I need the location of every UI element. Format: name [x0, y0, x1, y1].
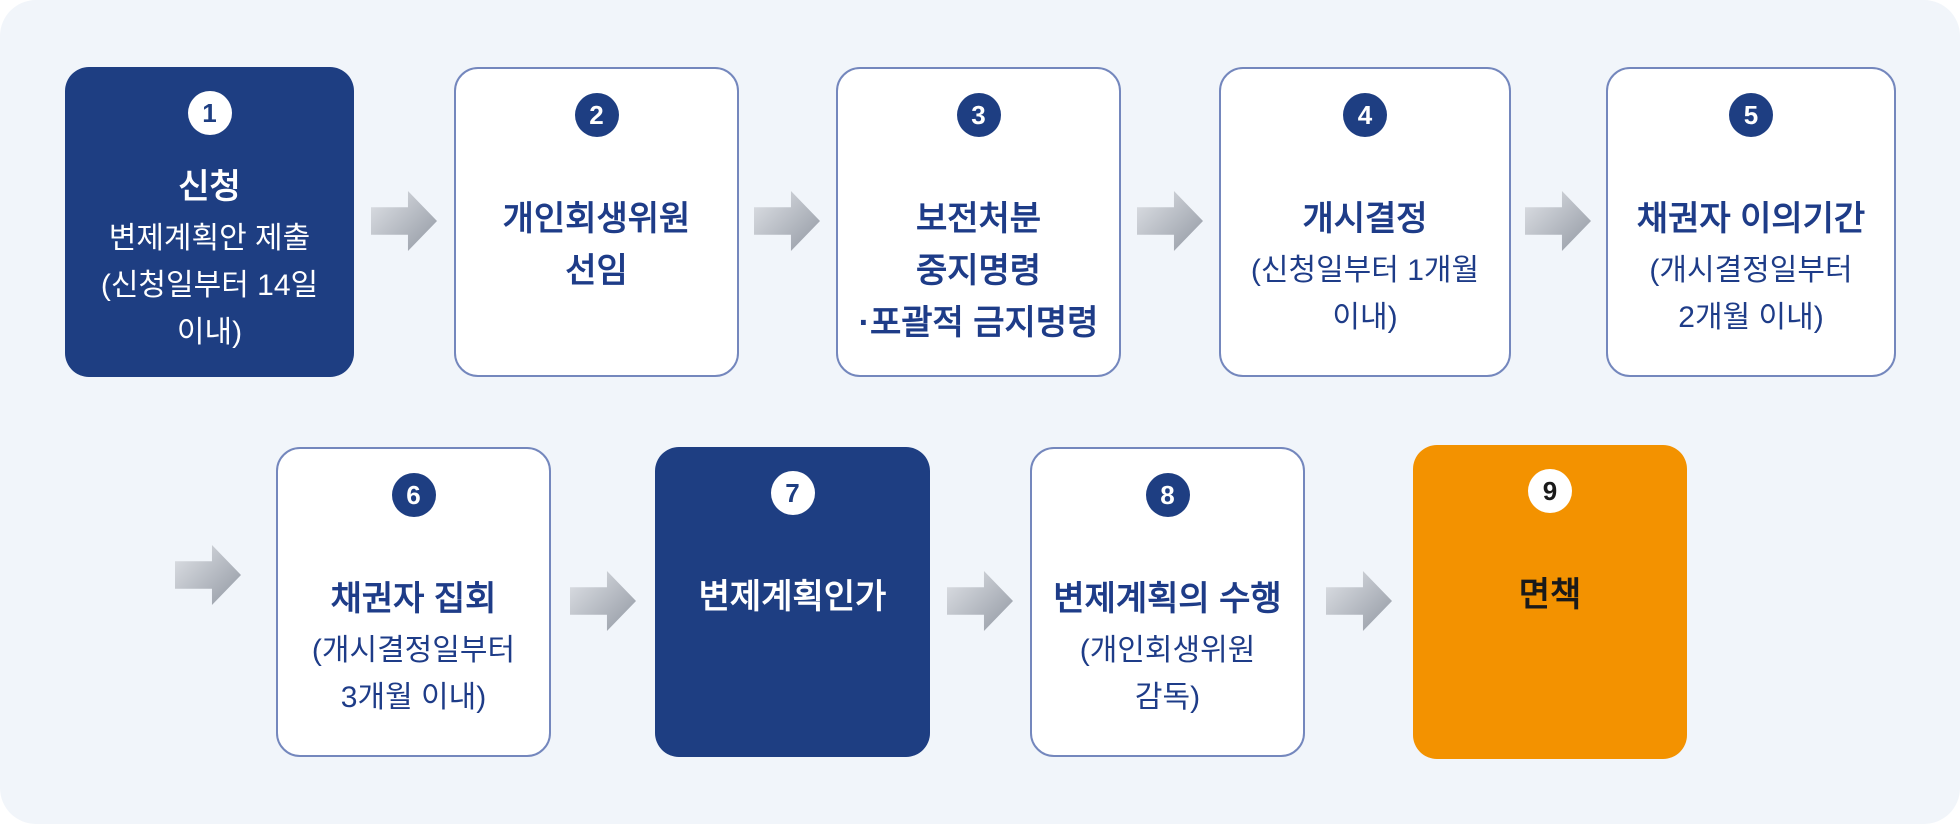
step-title: 개시결정 — [1302, 200, 1428, 238]
step-text: 신청 변제계획안 제출 (신청일부터 14일 이내) — [79, 161, 340, 356]
step-number: 9 — [1542, 475, 1558, 506]
step-subtitle: 변제계획안 제출 (신청일부터 14일 이내) — [100, 222, 319, 349]
step-text: 면책 — [1427, 569, 1673, 623]
step-number-badge: 2 — [574, 93, 619, 137]
step-number: 1 — [202, 97, 217, 128]
step-title: 개인회생위원 선임 — [502, 200, 691, 290]
step-card-8: 8 변제계획의 수행 (개인회생위원 감독) — [1030, 447, 1305, 757]
flow-arrow-icon — [570, 571, 636, 631]
step-number: 8 — [1160, 479, 1175, 510]
flow-arrow-icon — [947, 571, 1013, 631]
step-card-6: 6 채권자 집회 (개시결정일부터 3개월 이내) — [276, 447, 551, 757]
step-text: 보전처분 중지명령 ·포괄적 금지명령 — [852, 193, 1105, 351]
step-card-5: 5 채권자 이의기간 (개시결정일부터 2개월 이내) — [1606, 67, 1896, 377]
step-number: 3 — [971, 99, 986, 130]
step-number: 5 — [1743, 99, 1759, 130]
step-card-2: 2 개인회생위원 선임 — [454, 67, 739, 377]
step-title: 면책 — [1518, 576, 1582, 614]
step-number-badge: 1 — [187, 91, 232, 135]
step-number: 4 — [1357, 99, 1373, 130]
step-title: 채권자 이의기간 — [1636, 200, 1866, 238]
step-text: 채권자 이의기간 (개시결정일부터 2개월 이내) — [1622, 193, 1880, 341]
step-number-badge: 9 — [1528, 469, 1572, 513]
step-number: 7 — [785, 477, 800, 508]
flow-arrow-icon — [371, 191, 437, 251]
step-number-badge: 7 — [770, 471, 815, 515]
flow-arrow-icon — [1137, 191, 1203, 251]
step-text: 개시결정 (신청일부터 1개월 이내) — [1235, 193, 1495, 341]
step-text: 변제계획인가 — [669, 571, 916, 625]
step-title: 보전처분 중지명령 ·포괄적 금지명령 — [858, 200, 1099, 342]
step-title: 신청 — [178, 168, 241, 206]
step-number-badge: 3 — [956, 93, 1001, 137]
step-title: 변제계획인가 — [698, 578, 887, 616]
step-number: 6 — [406, 479, 421, 510]
step-subtitle: (개시결정일부터 3개월 이내) — [311, 634, 516, 714]
step-card-4: 4 개시결정 (신청일부터 1개월 이내) — [1219, 67, 1511, 377]
step-text: 개인회생위원 선임 — [470, 193, 723, 299]
step-text: 변제계획의 수행 (개인회생위원 감독) — [1046, 573, 1289, 721]
flow-arrow-icon — [1525, 191, 1591, 251]
step-card-7: 7 변제계획인가 — [655, 447, 930, 757]
step-subtitle: (개시결정일부터 2개월 이내) — [1649, 254, 1853, 334]
step-subtitle: (신청일부터 1개월 이내) — [1250, 254, 1480, 334]
flow-arrow-icon — [175, 545, 241, 605]
step-card-1: 1 신청 변제계획안 제출 (신청일부터 14일 이내) — [65, 67, 354, 377]
step-number-badge: 4 — [1343, 93, 1387, 137]
step-number-badge: 8 — [1145, 473, 1190, 517]
step-text: 채권자 집회 (개시결정일부터 3개월 이내) — [292, 573, 535, 721]
step-number-badge: 6 — [391, 473, 436, 517]
step-number: 2 — [589, 99, 604, 130]
flow-arrow-icon — [754, 191, 820, 251]
step-number-badge: 5 — [1729, 93, 1773, 137]
step-title: 변제계획의 수행 — [1053, 580, 1282, 618]
step-card-9: 9 면책 — [1413, 445, 1687, 759]
step-subtitle: (개인회생위원 감독) — [1079, 634, 1256, 714]
flow-arrow-icon — [1326, 571, 1392, 631]
step-card-3: 3 보전처분 중지명령 ·포괄적 금지명령 — [836, 67, 1121, 377]
step-title: 채권자 집회 — [330, 580, 497, 618]
